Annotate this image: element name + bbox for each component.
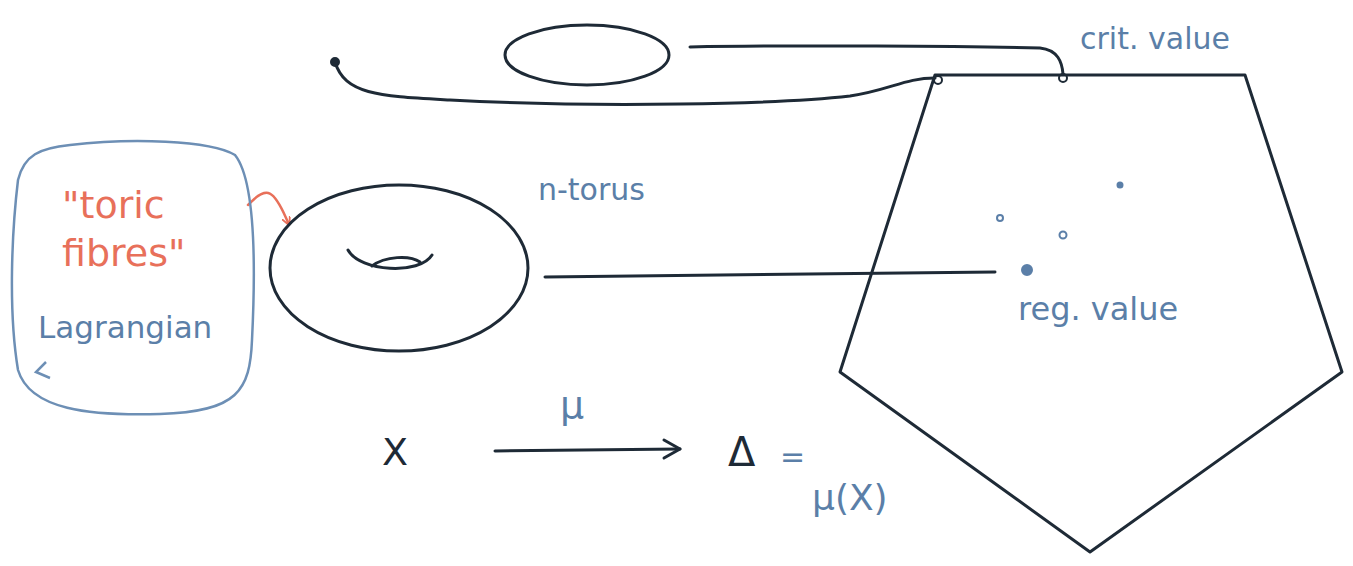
- torus-shape: n-torus: [268, 183, 530, 353]
- quoted-term: "toric fibres": [62, 182, 227, 277]
- leader-line: [335, 62, 935, 104]
- map-symbol: μ: [560, 385, 584, 427]
- torus-shape-outline: [268, 183, 530, 353]
- node-note: Lagrangian: [38, 308, 243, 347]
- lagrangian-blob: "toric fibres" Lagrangian: [10, 140, 252, 415]
- value-dot: [997, 215, 1003, 221]
- critical-point: [1059, 74, 1067, 82]
- arrow-head: [664, 440, 680, 458]
- node-heading: n-torus: [538, 171, 738, 209]
- equals-sign: =: [780, 440, 805, 473]
- polytope-symbol: Δ: [728, 430, 755, 474]
- lagrangian-blob-outline: [10, 140, 252, 415]
- space-symbol: X: [382, 432, 408, 474]
- torus-hole: [348, 250, 432, 268]
- regular-value-dot: [1022, 265, 1032, 275]
- critical-point: [934, 76, 942, 84]
- leader-line: [690, 46, 1063, 74]
- circle-fibre: [505, 25, 669, 85]
- reg-value-label: reg. value: [1018, 292, 1178, 327]
- point-fibre: [331, 58, 339, 66]
- value-dot: [1060, 232, 1067, 239]
- value-dot: [1118, 183, 1123, 188]
- leader-line: [545, 272, 995, 277]
- orange-arrow: [248, 193, 289, 225]
- map-arrow: [495, 449, 680, 451]
- torus-hole: [372, 257, 420, 266]
- moment-polytope: [840, 75, 1342, 552]
- image-expression: μ(X): [812, 478, 888, 518]
- blob-arrow-tip: [36, 362, 50, 378]
- crit-value-label: crit. value: [1080, 22, 1230, 55]
